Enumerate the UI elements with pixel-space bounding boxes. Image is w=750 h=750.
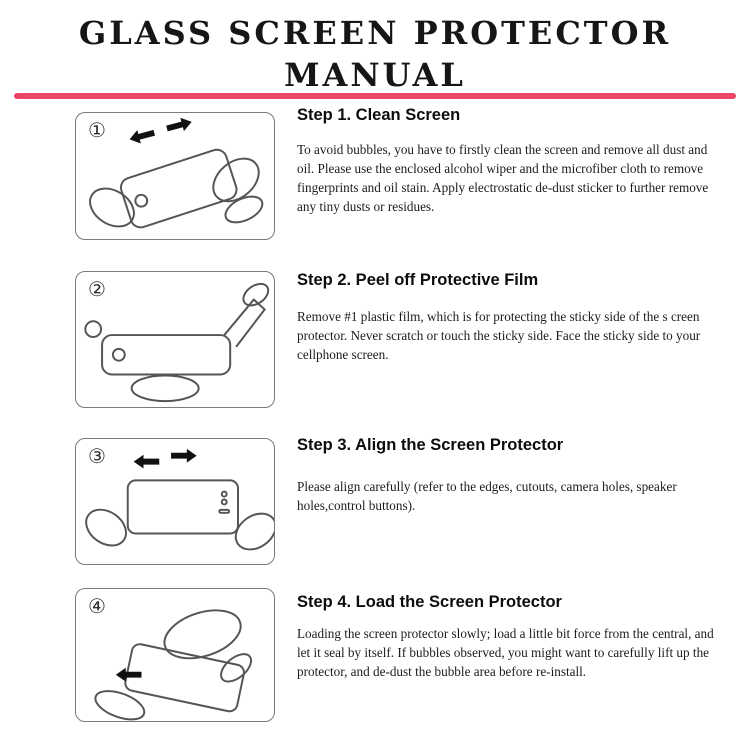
- step3-number-badge: ③: [88, 444, 106, 468]
- hands-outline: [94, 609, 253, 721]
- step2-heading: Step 2. Peel off Protective Film: [297, 271, 539, 289]
- step3-heading: Step 3. Align the Screen Protector: [297, 436, 564, 454]
- step1-body: To avoid bubbles, you have to firstly cl…: [297, 142, 709, 215]
- step3-body: Please align carefully (refer to the edg…: [297, 479, 677, 514]
- step2-body: Remove #1 plastic film, which is for pro…: [297, 309, 701, 363]
- step4-illustration: [94, 609, 253, 721]
- phone-outline: [101, 334, 232, 376]
- page-title: GLASS SCREEN PROTECTOR: [78, 14, 672, 52]
- title-divider: [14, 93, 736, 99]
- step2-illustration-box: ②: [75, 271, 275, 408]
- phone-outline: [126, 479, 239, 535]
- step4-illustration-box: ④: [75, 588, 275, 722]
- page-subtitle: MANUAL: [284, 56, 466, 94]
- hands-outline: [89, 157, 264, 228]
- film-outline: [223, 298, 267, 348]
- press-arrow-left-icon: [115, 667, 142, 682]
- step1-number-badge: ①: [88, 118, 106, 142]
- step2-number-badge: ②: [88, 277, 106, 301]
- hands-outline: [85, 508, 274, 551]
- phone-outline: [119, 148, 238, 229]
- rub-arrow-left-icon: [129, 129, 156, 144]
- align-arrow-right-icon: [171, 448, 197, 463]
- step1-heading: Step 1. Clean Screen: [297, 106, 461, 124]
- phone-outline: [124, 643, 245, 713]
- step2-illustration: [84, 282, 270, 403]
- step3-illustration-box: ③: [75, 438, 275, 565]
- step4-body: Loading the screen protector slowly; loa…: [297, 626, 714, 680]
- step4-number-badge: ④: [88, 594, 106, 618]
- step3-illustration: [85, 448, 274, 551]
- step1-illustration: [89, 117, 264, 229]
- step1-illustration-box: ①: [75, 112, 275, 240]
- rub-arrow-right-icon: [166, 117, 192, 132]
- step4-heading: Step 4. Load the Screen Protector: [297, 593, 562, 611]
- hands-outline: [84, 282, 270, 403]
- align-arrow-left-icon: [133, 454, 160, 469]
